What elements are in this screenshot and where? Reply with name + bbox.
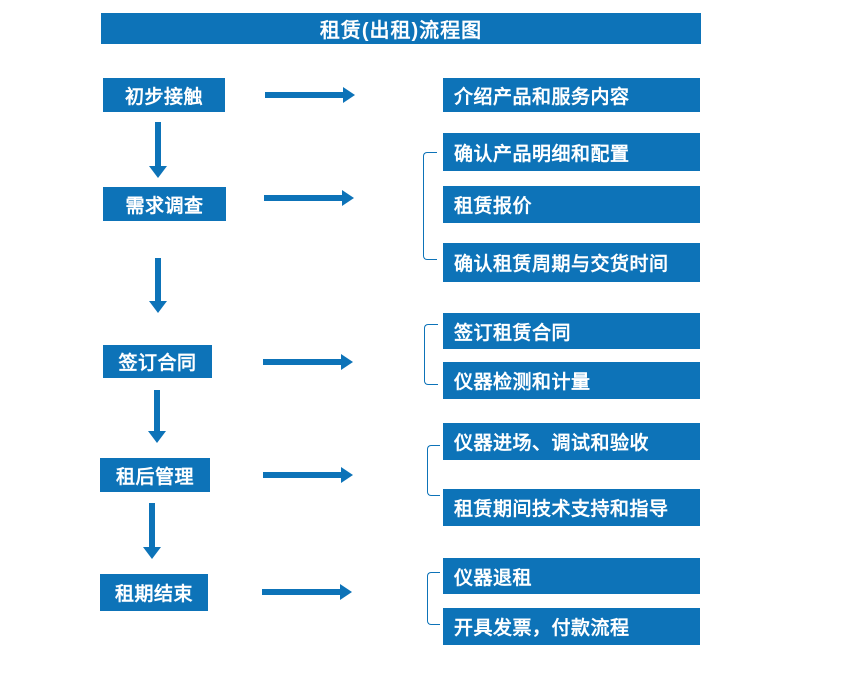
step-box-demand-survey: 需求调查 [103, 187, 226, 221]
detail-box-sign-rental-contract: 签订租赁合同 [443, 313, 700, 349]
detail-box-rental-quote: 租赁报价 [443, 186, 700, 223]
arrow-down-icon [148, 390, 166, 443]
arrow-right-icon [262, 583, 352, 601]
arrow-down-icon [149, 258, 167, 313]
group-bracket [423, 152, 437, 260]
step-box-post-rental-management: 租后管理 [100, 458, 210, 492]
detail-box-confirm-product-details: 确认产品明细和配置 [443, 133, 700, 171]
arrow-down-icon [143, 503, 161, 559]
arrow-right-icon [265, 86, 355, 104]
step-box-rental-end: 租期结束 [100, 574, 208, 611]
detail-box-confirm-rental-period: 确认租赁周期与交货时间 [443, 243, 700, 282]
detail-box-tech-support: 租赁期间技术支持和指导 [443, 489, 700, 526]
step-box-sign-contract: 签订合同 [103, 345, 212, 378]
group-bracket [427, 572, 440, 625]
arrow-down-icon [149, 122, 167, 178]
detail-box-invoice-payment: 开具发票，付款流程 [443, 608, 700, 645]
arrow-right-icon [263, 466, 353, 484]
detail-box-introduce-products: 介绍产品和服务内容 [443, 78, 700, 112]
detail-box-instrument-setup-acceptance: 仪器进场、调试和验收 [443, 423, 700, 460]
arrow-right-icon [263, 353, 353, 371]
group-bracket [424, 324, 438, 385]
flowchart-title: 租赁(出租)流程图 [101, 13, 701, 44]
detail-box-instrument-testing: 仪器检测和计量 [443, 362, 700, 399]
arrow-right-icon [264, 189, 354, 207]
step-box-initial-contact: 初步接触 [103, 78, 225, 112]
detail-box-instrument-return: 仪器退租 [443, 558, 700, 594]
group-bracket [427, 445, 440, 496]
